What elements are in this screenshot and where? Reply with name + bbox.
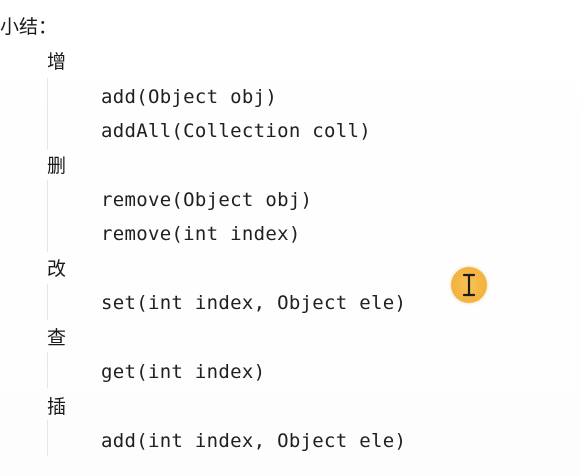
- indent-guide: [47, 78, 48, 150]
- category-add: 增: [47, 51, 67, 73]
- category-insert: 插: [47, 396, 67, 418]
- indent-guide: [47, 180, 48, 252]
- indent-guide: [47, 352, 48, 388]
- text-cursor-icon: [462, 273, 476, 297]
- method-item: remove(int index): [101, 223, 301, 245]
- method-item: add(int index, Object ele): [101, 430, 407, 452]
- category-delete: 删: [47, 155, 67, 177]
- category-query: 查: [47, 327, 67, 349]
- method-item: set(int index, Object ele): [101, 292, 407, 314]
- cursor-highlight: [451, 267, 487, 303]
- indent-guide: [47, 284, 48, 320]
- method-item: add(Object obj): [101, 86, 278, 108]
- method-item: remove(Object obj): [101, 189, 313, 211]
- category-update: 改: [47, 258, 67, 280]
- indent-guide: [47, 420, 48, 456]
- method-item: addAll(Collection coll): [101, 120, 371, 142]
- summary-heading: 小结：: [0, 16, 58, 38]
- method-item: get(int index): [101, 361, 266, 383]
